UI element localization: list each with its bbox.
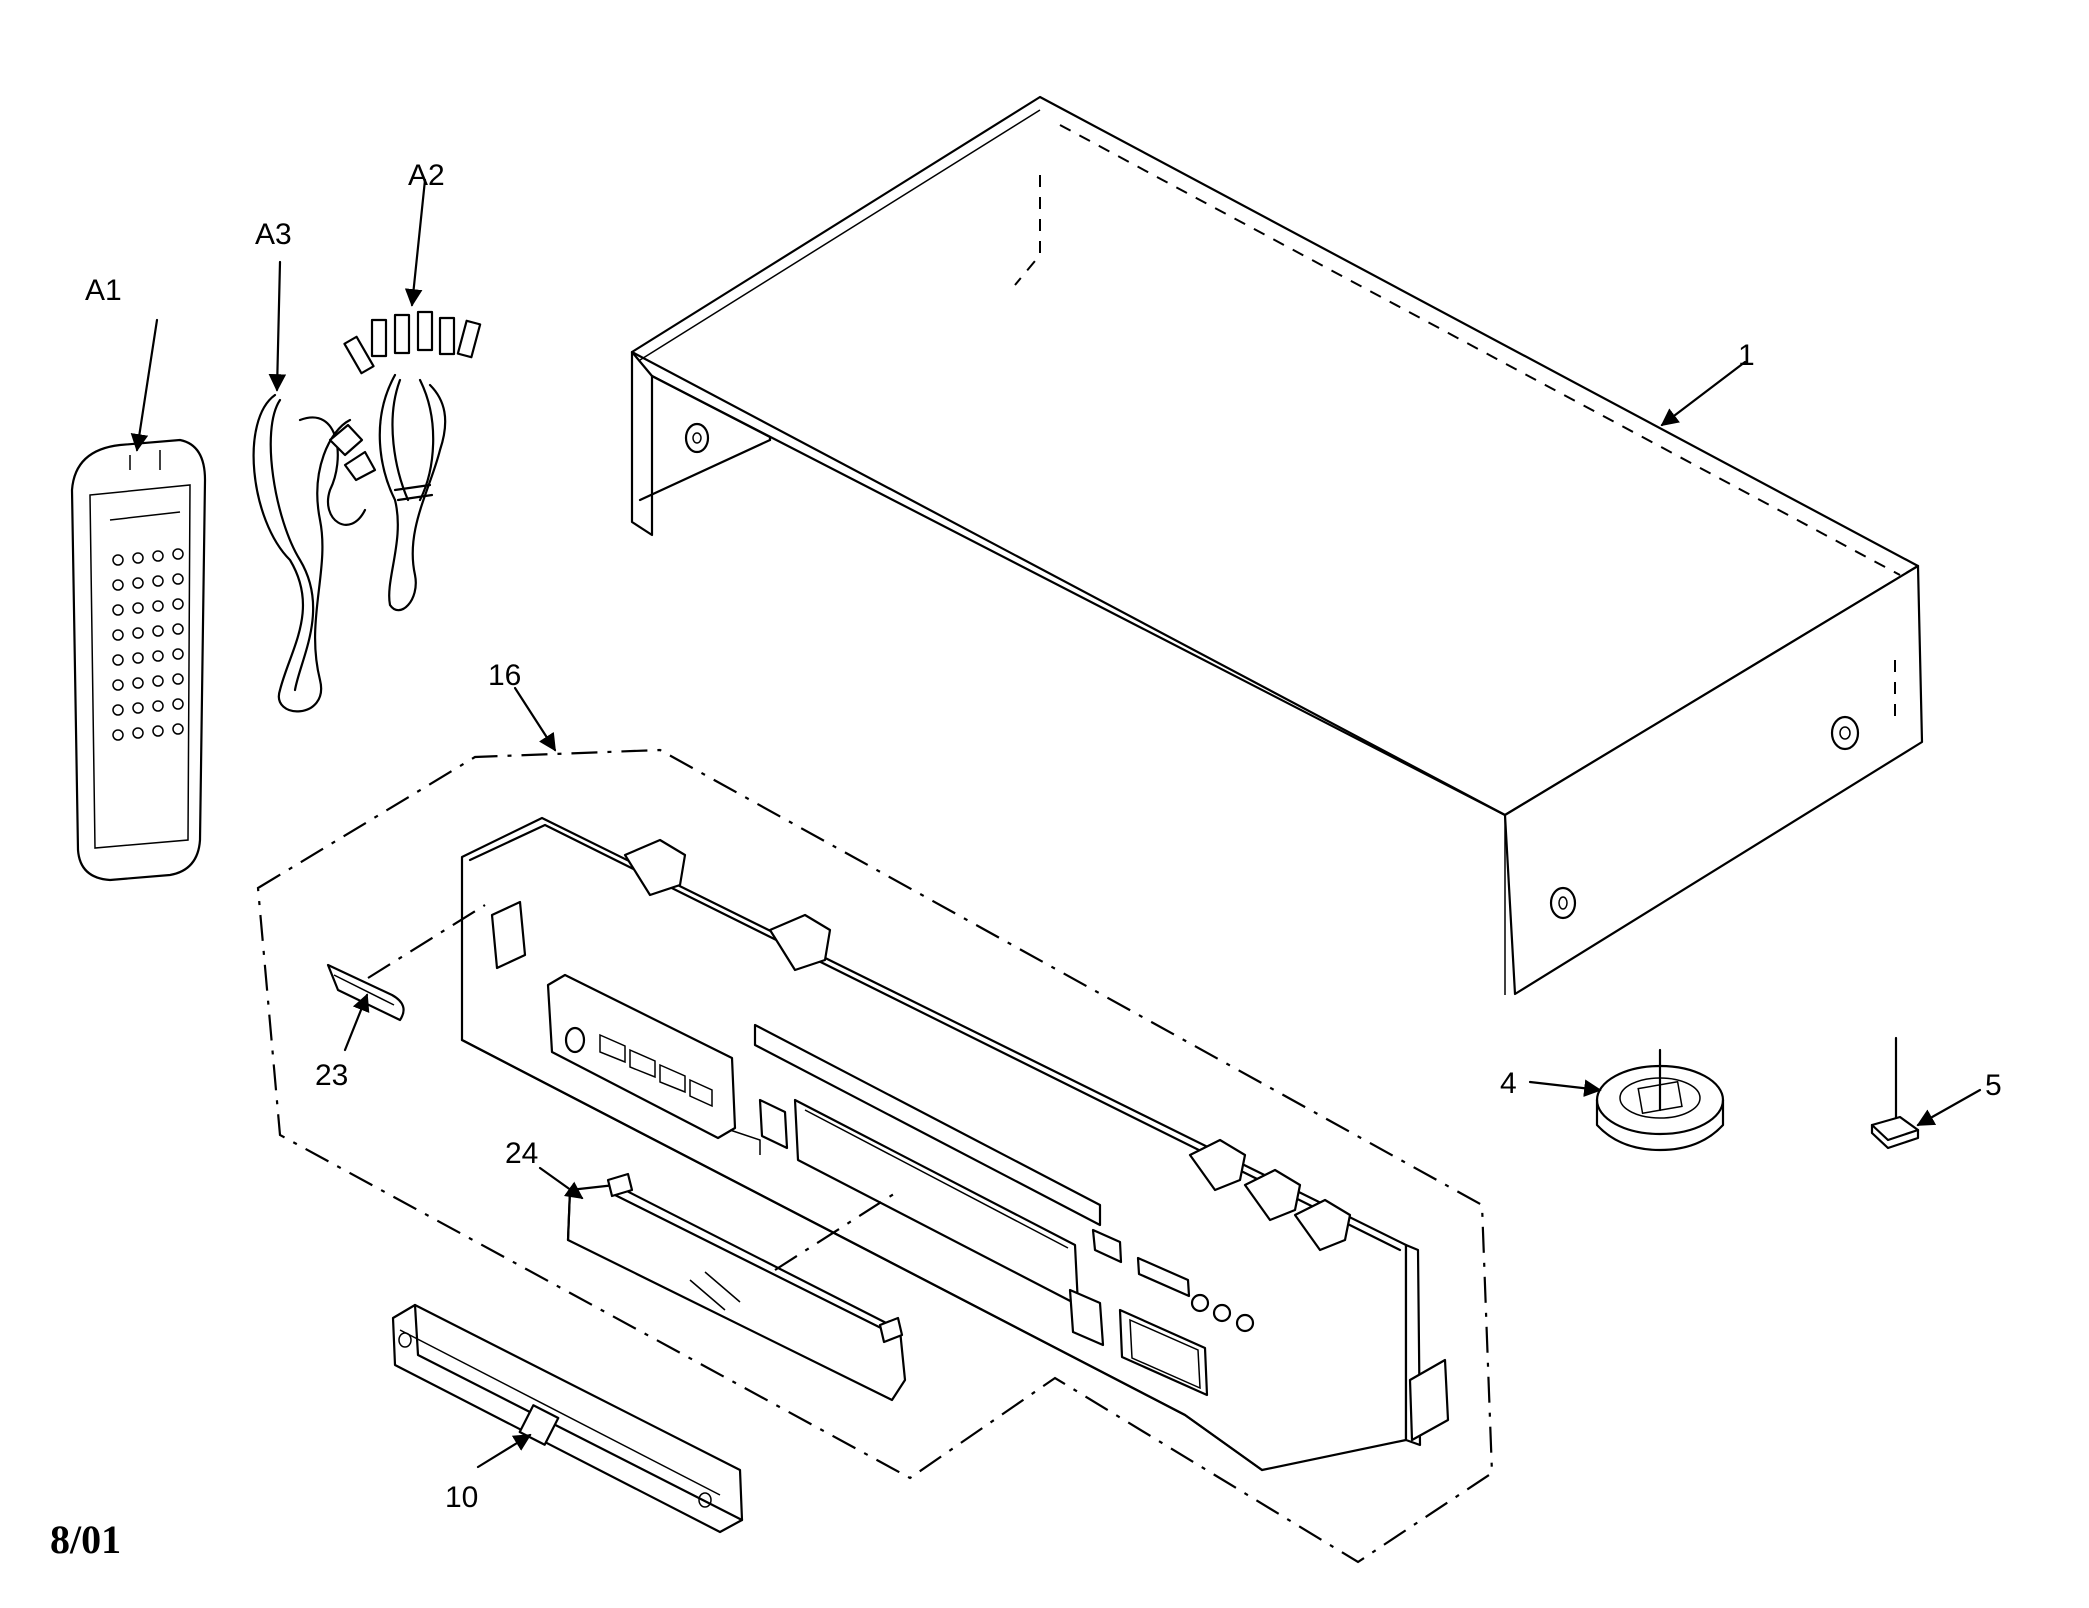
label-a1: A1 [85, 274, 122, 307]
button-guide-line [367, 904, 486, 979]
lens-guide-line [774, 1189, 901, 1271]
label-a2: A2 [408, 159, 445, 192]
front-panel [460, 816, 1450, 1472]
label-part-23: 23 [315, 1059, 348, 1092]
small-button [326, 963, 405, 1022]
label-part-16: 16 [488, 659, 521, 692]
power-cord [252, 393, 377, 713]
label-part-4: 4 [1500, 1067, 1517, 1100]
av-cable [343, 310, 482, 612]
label-part-5: 5 [1985, 1069, 2002, 1102]
small-pad [1870, 1036, 1920, 1150]
cabinet-cover [630, 95, 1924, 996]
label-part-24: 24 [505, 1137, 538, 1170]
rca-plugs [343, 310, 482, 375]
remote-control [70, 438, 207, 882]
disc-clamp [1595, 1048, 1725, 1152]
label-part-1: 1 [1738, 339, 1755, 372]
label-a3: A3 [255, 218, 292, 251]
remote-keypad [112, 548, 184, 741]
label-part-10: 10 [445, 1481, 478, 1514]
revision-date: 8/01 [50, 1517, 121, 1562]
leader-lines [130, 178, 1982, 1469]
display-lens [566, 1172, 907, 1402]
